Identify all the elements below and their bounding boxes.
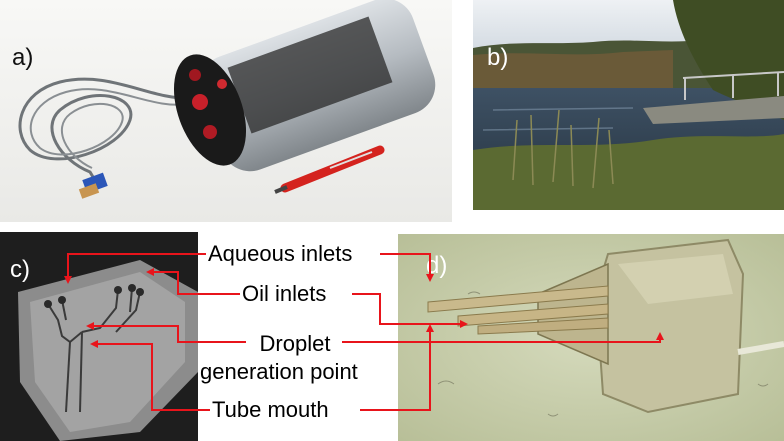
arrow-aqueous-left xyxy=(64,253,206,284)
arrow-tube-left xyxy=(90,340,210,411)
label-tube-mouth: Tube mouth xyxy=(212,397,329,422)
label-aqueous-inlets: Aqueous inlets xyxy=(208,241,353,266)
device-photo xyxy=(0,0,452,222)
panel-label-c: c) xyxy=(10,256,30,283)
panel-label-d: d) xyxy=(426,252,448,279)
photo-panel-d: d) xyxy=(398,234,784,441)
tube-device-photo xyxy=(398,234,784,441)
arrow-oil-right xyxy=(352,293,468,328)
photo-panel-a: a) xyxy=(0,0,452,222)
label-droplet-line2: generation point xyxy=(200,359,358,384)
label-oil-inlets: Oil inlets xyxy=(242,281,327,306)
arrow-droplet-left xyxy=(86,322,246,343)
photo-panel-b: b) xyxy=(473,0,784,210)
label-droplet-line1: Droplet xyxy=(250,332,340,356)
arrow-aqueous-right xyxy=(380,253,434,282)
panel-label-b: b) xyxy=(487,44,509,71)
panel-label-a: a) xyxy=(12,44,34,71)
lake-photo xyxy=(473,0,784,210)
arrow-tube-right xyxy=(360,324,434,411)
arrow-oil-left xyxy=(146,268,240,295)
arrow-droplet-right xyxy=(342,332,664,343)
